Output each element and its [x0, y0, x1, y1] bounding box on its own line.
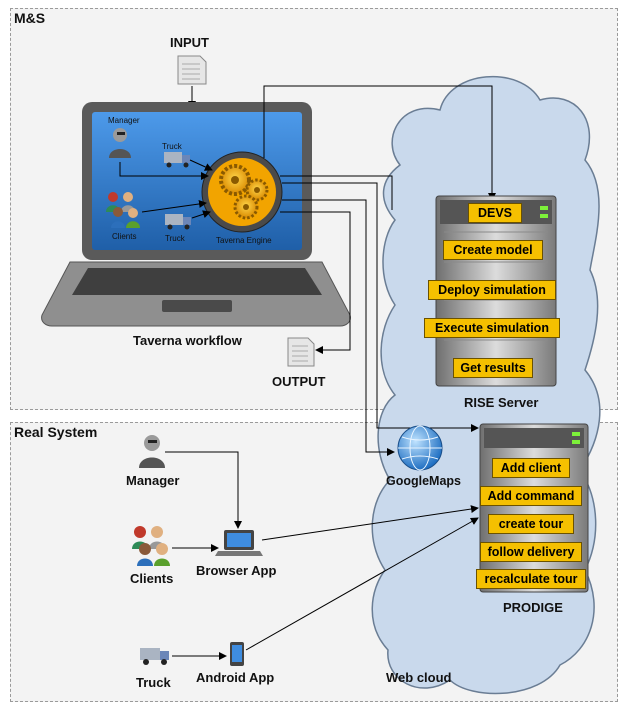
android-app-label: Android App — [196, 670, 275, 685]
laptop-icon — [41, 102, 351, 327]
clients-icon — [132, 526, 170, 566]
googlemaps-globe-icon — [397, 425, 443, 471]
taverna-engine-gears-icon — [201, 151, 283, 233]
taverna-workflow-label: Taverna workflow — [133, 333, 242, 348]
rise-op-execute-simulation: Execute simulation — [424, 318, 560, 338]
laptop-clients-icon — [106, 192, 140, 228]
browser-app-laptop-icon — [215, 530, 263, 556]
prodige-op-add-client: Add client — [492, 458, 570, 478]
output-document-icon — [287, 337, 315, 367]
ms-section-title: M&S — [14, 10, 46, 26]
input-label: INPUT — [170, 35, 209, 50]
laptop-truck2-icon — [165, 214, 191, 230]
manager-label: Manager — [126, 473, 180, 488]
laptop-truck2-label: Truck — [165, 234, 185, 243]
android-app-phone-icon — [230, 642, 244, 666]
web-cloud-label: Web cloud — [386, 670, 452, 685]
real-system-section-title: Real System — [14, 424, 98, 440]
laptop-manager-icon — [109, 128, 131, 158]
laptop-manager-label: Manager — [108, 116, 140, 125]
rise-op-devs: DEVS — [468, 203, 522, 223]
input-document-icon — [177, 55, 207, 85]
browser-app-label: Browser App — [196, 563, 277, 578]
rise-op-get-results: Get results — [453, 358, 533, 378]
googlemaps-label: GoogleMaps — [386, 474, 462, 488]
rise-op-deploy-simulation: Deploy simulation — [428, 280, 556, 300]
prodige-server-icon — [479, 423, 589, 593]
prodige-op-recalculate-tour: recalculate tour — [476, 569, 586, 589]
rise-op-create-model: Create model — [443, 240, 543, 260]
rise-server-label: RISE Server — [464, 395, 539, 410]
prodige-op-create-tour: create tour — [488, 514, 574, 534]
prodige-op-add-command: Add command — [480, 486, 582, 506]
clients-label: Clients — [130, 571, 174, 586]
truck-icon — [140, 648, 169, 665]
truck-label: Truck — [136, 675, 171, 690]
manager-icon — [139, 435, 165, 468]
taverna-engine-label: Taverna Engine — [216, 236, 272, 245]
output-label: OUTPUT — [272, 374, 326, 389]
laptop-clients-label: Clients — [112, 232, 137, 241]
prodige-label: PRODIGE — [503, 600, 563, 615]
laptop-truck-label: Truck — [162, 142, 182, 151]
prodige-op-follow-delivery: follow delivery — [480, 542, 582, 562]
laptop-truck-icon — [164, 152, 190, 168]
